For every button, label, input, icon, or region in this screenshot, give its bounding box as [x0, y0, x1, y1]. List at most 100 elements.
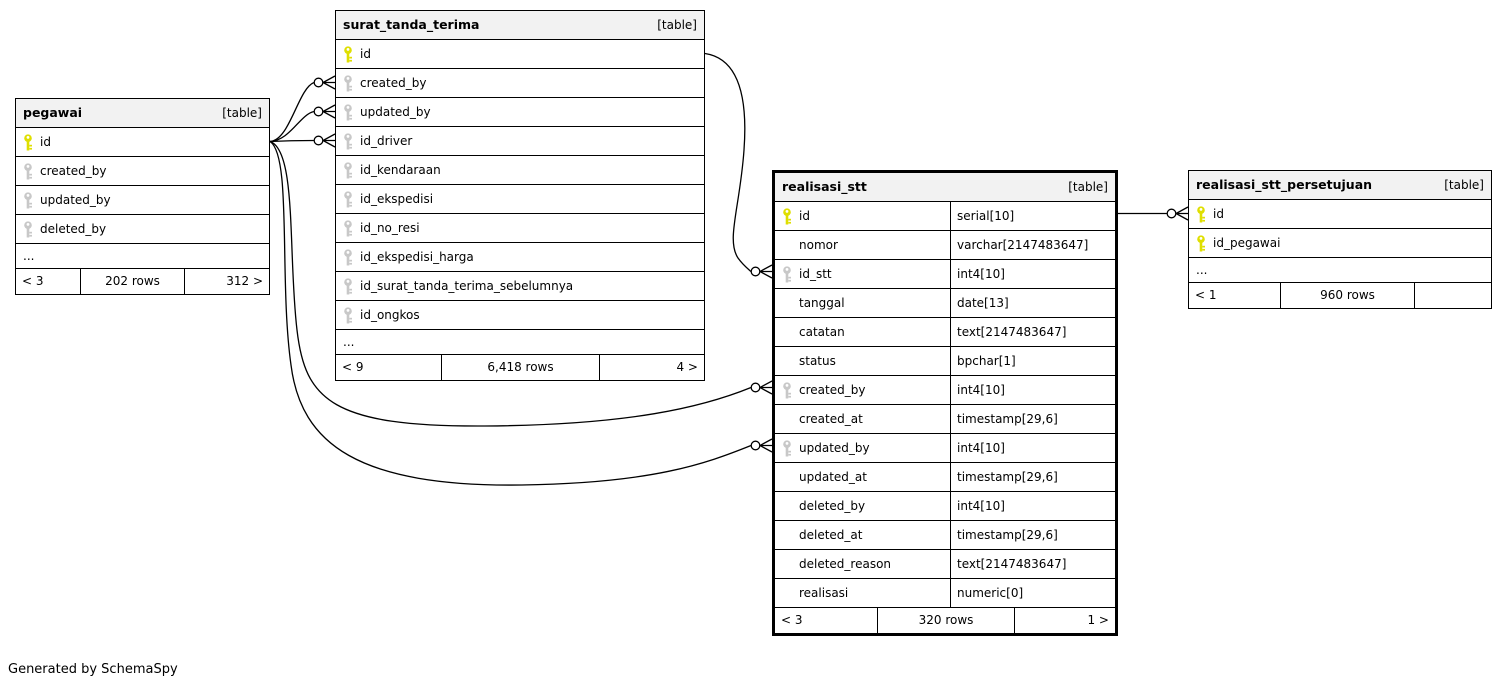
column-name-label: id	[40, 135, 51, 149]
column-row-realisasi: realisasi numeric[0]	[775, 579, 1115, 608]
column-type-label: numeric[0]	[950, 579, 1115, 607]
column-type-label: timestamp[29,6]	[950, 405, 1115, 433]
footer-children-count	[1415, 283, 1491, 308]
column-type-label: varchar[2147483647]	[950, 231, 1115, 259]
column-row-id_ongkos: id_ongkos	[336, 301, 704, 330]
table-name[interactable]: pegawai	[23, 105, 83, 120]
foreign-key-icon	[782, 381, 792, 399]
column-name-label: realisasi	[799, 586, 849, 600]
primary-key-icon	[1196, 205, 1206, 223]
column-name-cell: realisasi	[775, 579, 950, 607]
column-name-cell: created_by	[775, 376, 950, 404]
table-name[interactable]: surat_tanda_terima	[343, 17, 480, 32]
table-type-badge: [table]	[1068, 180, 1108, 194]
foreign-key-icon	[23, 220, 33, 238]
relationship-line-pegawai.id-to-surat_tanda_terima.created_by	[269, 81, 315, 143]
column-name-cell: created_by	[16, 157, 269, 185]
icon-spacer	[782, 469, 792, 486]
column-type-label: int4[10]	[950, 376, 1115, 404]
column-type-label: text[2147483647]	[950, 550, 1115, 578]
column-name-label: id_pegawai	[1213, 236, 1281, 250]
column-name-label: nomor	[799, 238, 838, 252]
column-name-cell: deleted_by	[775, 492, 950, 520]
column-name-cell: deleted_by	[16, 215, 269, 243]
column-name-label: id_ekspedisi_harga	[360, 250, 474, 264]
foreign-key-icon	[343, 74, 353, 92]
table-header: pegawai[table]	[16, 99, 269, 128]
icon-spacer	[782, 527, 792, 544]
column-name-label: id_driver	[360, 134, 413, 148]
column-name-cell: status	[775, 347, 950, 375]
column-row-id_ekspedisi_harga: id_ekspedisi_harga	[336, 243, 704, 272]
column-row-updated_by: updated_by	[16, 186, 269, 215]
column-name-label: status	[799, 354, 836, 368]
relationship-line-pegawai.id-to-surat_tanda_terima.id_driver	[269, 139, 315, 143]
column-row-id_no_resi: id_no_resi	[336, 214, 704, 243]
foreign-key-icon	[343, 161, 353, 179]
zero-or-many-crowfoot-marker	[750, 438, 773, 453]
foreign-key-icon	[343, 248, 353, 266]
zero-or-many-crowfoot-marker	[313, 133, 336, 148]
column-name-cell: updated_by	[16, 186, 269, 214]
zero-or-many-crowfoot-marker	[1166, 206, 1189, 221]
foreign-key-icon	[343, 219, 353, 237]
zero-or-many-crowfoot-marker	[750, 264, 773, 279]
footer-parents-count: < 3	[781, 613, 803, 627]
column-row-id: id	[1189, 200, 1491, 229]
table-name[interactable]: realisasi_stt_persetujuan	[1196, 177, 1373, 192]
ellipsis-row: ...	[16, 244, 269, 269]
column-name-cell: tanggal	[775, 289, 950, 317]
column-row-id_kendaraan: id_kendaraan	[336, 156, 704, 185]
icon-spacer	[782, 324, 792, 341]
column-name-label: updated_by	[799, 441, 870, 455]
column-row-updated_by: updated_by int4[10]	[775, 434, 1115, 463]
column-name-label: id	[799, 209, 810, 223]
foreign-key-icon	[782, 439, 792, 457]
column-name-label: updated_by	[360, 105, 431, 119]
table-type-badge: [table]	[657, 18, 697, 32]
icon-spacer	[782, 353, 792, 370]
column-name-cell: id_surat_tanda_terima_sebelumnya	[336, 272, 704, 300]
icon-spacer	[782, 585, 792, 602]
column-name-cell: deleted_at	[775, 521, 950, 549]
icon-spacer	[782, 556, 792, 573]
column-name-cell: id_no_resi	[336, 214, 704, 242]
ellipsis-row: ...	[1189, 258, 1491, 283]
column-name-label: deleted_at	[799, 528, 863, 542]
column-name-cell: id_kendaraan	[336, 156, 704, 184]
column-name-label: created_by	[360, 76, 427, 90]
column-name-label: tanggal	[799, 296, 845, 310]
table-name[interactable]: realisasi_stt	[782, 179, 867, 194]
column-name-cell: id_ekspedisi	[336, 185, 704, 213]
zero-or-many-crowfoot-marker	[750, 380, 773, 395]
column-name-cell: updated_by	[336, 98, 704, 126]
column-name-cell: created_by	[336, 69, 704, 97]
icon-spacer	[782, 411, 792, 428]
primary-key-icon	[343, 45, 353, 63]
column-name-label: id_stt	[799, 267, 832, 281]
footer-rows-count: 320 rows	[877, 608, 1015, 633]
generator-note: Generated by SchemaSpy	[8, 662, 178, 677]
column-name-label: id	[360, 47, 371, 61]
column-type-label: int4[10]	[950, 434, 1115, 462]
column-name-cell: id_ongkos	[336, 301, 704, 329]
column-name-cell: updated_at	[775, 463, 950, 491]
column-name-label: id_no_resi	[360, 221, 420, 235]
column-type-label: timestamp[29,6]	[950, 463, 1115, 491]
footer-children-count: 1 >	[1087, 613, 1109, 627]
table-footer: < 3 320 rows 1 >	[775, 608, 1115, 633]
column-name-label: id_surat_tanda_terima_sebelumnya	[360, 279, 574, 293]
footer-parents-count: < 9	[342, 360, 364, 374]
